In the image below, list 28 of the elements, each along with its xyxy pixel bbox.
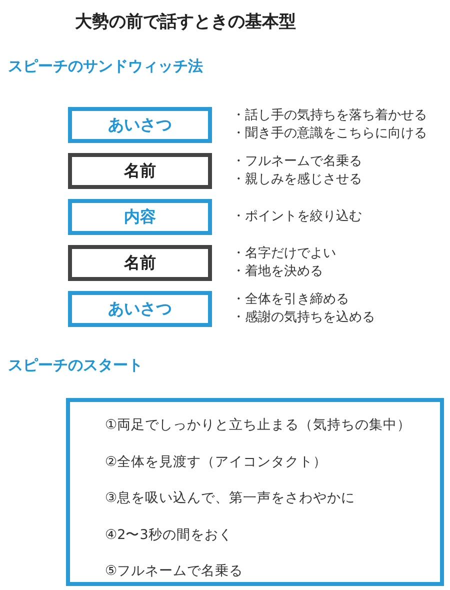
step-box <box>68 107 212 143</box>
title: 大勢の前で話すときの基本型 <box>75 11 296 33</box>
box-label: 名前 <box>124 252 156 274</box>
steps-box <box>66 398 444 586</box>
bullet-note: ・話し手の気持ちを落ち着かせる <box>232 107 427 125</box>
step-box <box>68 199 212 235</box>
list-item: ①両足でしっかりと立ち止まる（気持ちの集中） <box>105 416 412 434</box>
box-label: 名前 <box>124 160 156 182</box>
bullet-note: ・聞き手の意識をこちらに向ける <box>232 125 427 143</box>
bullet-note: ・ポイントを絞り込む <box>232 208 362 226</box>
bullet-note: ・フルネームで名乗る <box>232 153 362 171</box>
list-item: ④2〜3秒の間をおく <box>105 526 232 544</box>
list-item: ③息を吸い込んで、第一声をさわやかに <box>105 489 356 507</box>
step-box <box>68 291 212 327</box>
box-label: あいさつ <box>108 114 172 136</box>
box-label: あいさつ <box>108 298 172 320</box>
box-label: 内容 <box>124 206 156 228</box>
bullet-note: ・全体を引き締める <box>232 291 349 309</box>
section-heading: スピーチのサンドウィッチ法 <box>8 57 203 76</box>
step-box <box>68 153 212 189</box>
bullet-note: ・着地を決める <box>232 263 323 281</box>
step-box <box>68 245 212 281</box>
bullet-note: ・名字だけでよい <box>232 245 336 263</box>
bullet-note: ・感謝の気持ちを込める <box>232 309 375 327</box>
list-item: ⑤フルネームで名乗る <box>105 562 244 580</box>
list-item: ②全体を見渡す（アイコンタクト） <box>105 452 328 470</box>
bullet-note: ・親しみを感じさせる <box>232 171 362 189</box>
section-heading: スピーチのスタート <box>8 356 143 375</box>
